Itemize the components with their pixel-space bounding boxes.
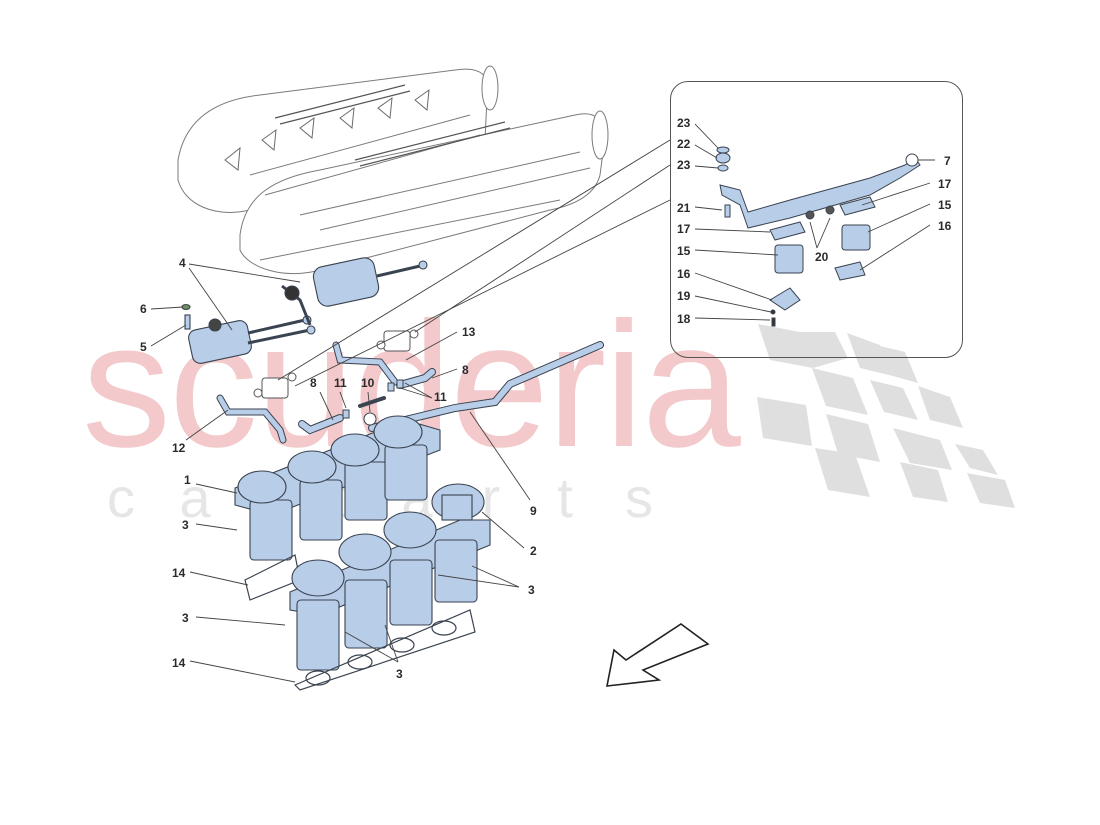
leader-lines	[150, 139, 671, 683]
callout-19[interactable]: 19	[677, 289, 691, 303]
callout-3[interactable]: 3	[396, 667, 403, 681]
callout-14[interactable]: 14	[172, 656, 186, 670]
callout-1[interactable]: 1	[184, 473, 191, 487]
callout-16[interactable]: 16	[938, 219, 952, 233]
callout-9[interactable]: 9	[530, 504, 537, 518]
callout-10[interactable]: 10	[361, 376, 375, 390]
actuator-parts	[181, 257, 428, 364]
callout-3[interactable]: 3	[528, 583, 535, 597]
callout-22[interactable]: 22	[677, 137, 691, 151]
watermark-letter: r	[481, 466, 501, 529]
solenoid-valves	[253, 329, 419, 399]
watermark-letter: t	[557, 466, 573, 529]
callout-3[interactable]: 3	[182, 518, 189, 532]
callout-12[interactable]: 12	[172, 441, 186, 455]
callout-15[interactable]: 15	[938, 198, 952, 212]
callout-16[interactable]: 16	[677, 267, 691, 281]
callout-21[interactable]: 21	[677, 201, 691, 215]
callout-17[interactable]: 17	[938, 177, 952, 191]
callout-11[interactable]: 11	[334, 376, 347, 390]
callout-6[interactable]: 6	[140, 302, 147, 316]
hose-clamps	[342, 379, 404, 426]
watermark-letter: s	[625, 466, 653, 529]
intake-manifold-left	[234, 415, 441, 561]
callout-3[interactable]: 3	[182, 611, 189, 625]
callout-5[interactable]: 5	[140, 340, 147, 354]
inset-leader-lines	[694, 123, 935, 321]
callout-15[interactable]: 15	[677, 244, 691, 258]
inset-parts	[715, 146, 921, 327]
callout-14[interactable]: 14	[172, 566, 186, 580]
callout-11[interactable]: 11	[434, 390, 447, 404]
callout-8[interactable]: 8	[310, 376, 317, 390]
direction-arrow-icon	[606, 623, 710, 687]
callout-23[interactable]: 23	[677, 116, 691, 130]
callout-20[interactable]: 20	[815, 250, 829, 264]
callout-7[interactable]: 7	[944, 154, 951, 168]
intake-manifold-right	[289, 483, 491, 671]
callout-13[interactable]: 13	[462, 325, 476, 339]
engine-cover-illustration	[177, 65, 609, 274]
callout-23[interactable]: 23	[677, 158, 691, 172]
detail-inset-panel	[670, 81, 963, 358]
callout-4[interactable]: 4	[179, 256, 186, 270]
watermark-letter: c	[107, 466, 135, 529]
callout-17[interactable]: 17	[677, 222, 691, 236]
hoses	[216, 341, 604, 444]
callout-18[interactable]: 18	[677, 312, 691, 326]
callout-8[interactable]: 8	[462, 363, 469, 377]
gasket-right	[293, 609, 476, 691]
watermark-letter: a	[179, 466, 211, 529]
callout-2[interactable]: 2	[530, 544, 537, 558]
